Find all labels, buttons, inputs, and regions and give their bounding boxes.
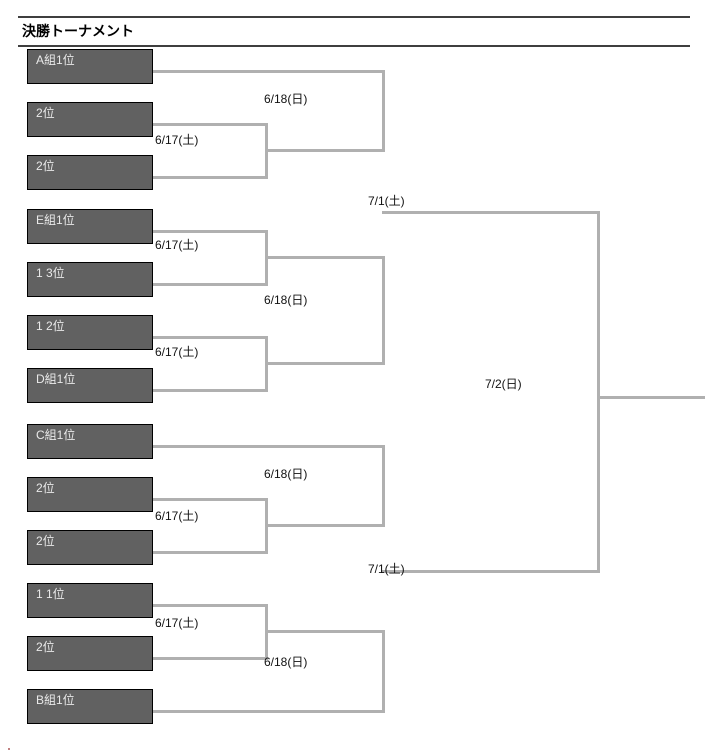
seed-label: 2位 — [36, 159, 55, 173]
seed-label: D組1位 — [36, 372, 76, 386]
bracket-connector-horizontal — [153, 176, 268, 179]
bracket-connector-horizontal — [153, 604, 268, 607]
bracket-connector-horizontal — [153, 445, 382, 448]
bracket-connector-vertical — [382, 70, 385, 152]
match-date-label: 6/18(日) — [264, 293, 308, 307]
bracket-connector-vertical — [382, 630, 385, 713]
bracket-connector-horizontal — [153, 283, 268, 286]
match-date-label: 6/17(土) — [155, 616, 199, 630]
bracket-connector-vertical — [265, 123, 268, 179]
corner-dot — [8, 748, 10, 750]
bracket-connector-horizontal — [265, 630, 382, 633]
match-date-label: 6/17(土) — [155, 509, 199, 523]
seed-box[interactable]: E組1位 — [27, 209, 153, 244]
seed-box[interactable]: 2位 — [27, 477, 153, 512]
seed-label: 1 1位 — [36, 587, 65, 601]
seed-box[interactable]: 1 2位 — [27, 315, 153, 350]
match-date-label: 7/1(土) — [368, 194, 405, 208]
bracket-connector-horizontal — [265, 149, 382, 152]
bracket-connector-vertical — [265, 230, 268, 286]
bracket-connector-horizontal — [265, 362, 382, 365]
seed-box[interactable]: 1 1位 — [27, 583, 153, 618]
seed-box[interactable]: C組1位 — [27, 424, 153, 459]
seed-box[interactable]: D組1位 — [27, 368, 153, 403]
seed-box[interactable]: B組1位 — [27, 689, 153, 724]
bracket-connector-vertical — [597, 396, 600, 573]
seed-label: 1 3位 — [36, 266, 65, 280]
match-date-label: 6/18(日) — [264, 655, 308, 669]
bracket-connector-horizontal — [153, 230, 268, 233]
bracket-connector-horizontal — [597, 396, 705, 399]
bracket-connector-horizontal — [153, 336, 268, 339]
seed-label: C組1位 — [36, 428, 76, 442]
bracket-connector-vertical — [265, 604, 268, 660]
seed-box[interactable]: 1 3位 — [27, 262, 153, 297]
seed-label: 1 2位 — [36, 319, 65, 333]
match-date-label: 6/18(日) — [264, 467, 308, 481]
bracket-connector-horizontal — [153, 498, 268, 501]
seed-label: E組1位 — [36, 213, 75, 227]
seed-box[interactable]: 2位 — [27, 155, 153, 190]
bracket-connector-horizontal — [153, 389, 268, 392]
seed-label: 2位 — [36, 534, 55, 548]
bracket-connector-horizontal — [265, 524, 382, 527]
match-date-label: 7/1(土) — [368, 562, 405, 576]
bracket-connector-vertical — [382, 445, 385, 527]
seed-box[interactable]: 2位 — [27, 636, 153, 671]
bracket-connector-horizontal — [153, 551, 268, 554]
seed-box[interactable]: 2位 — [27, 530, 153, 565]
page-title: 決勝トーナメント — [22, 23, 134, 39]
match-date-label: 6/18(日) — [264, 92, 308, 106]
bracket-connector-horizontal — [153, 710, 382, 713]
title-rule-bottom — [18, 45, 690, 47]
bracket-connector-horizontal — [382, 570, 599, 573]
bracket-connector-vertical — [265, 336, 268, 392]
seed-box[interactable]: 2位 — [27, 102, 153, 137]
bracket-connector-horizontal — [153, 70, 382, 73]
bracket-connector-horizontal — [153, 657, 268, 660]
seed-label: 2位 — [36, 481, 55, 495]
seed-label: 2位 — [36, 106, 55, 120]
seed-label: 2位 — [36, 640, 55, 654]
bracket-connector-vertical — [265, 498, 268, 554]
seed-label: A組1位 — [36, 53, 75, 67]
match-date-label: 6/17(土) — [155, 133, 199, 147]
match-date-label: 6/17(土) — [155, 238, 199, 252]
match-date-label: 6/17(土) — [155, 345, 199, 359]
seed-box[interactable]: A組1位 — [27, 49, 153, 84]
bracket-connector-horizontal — [265, 256, 382, 259]
bracket-connector-horizontal — [382, 211, 599, 214]
bracket-connector-vertical — [597, 211, 600, 399]
title-rule-top — [18, 16, 690, 18]
bracket-connector-vertical — [382, 256, 385, 365]
seed-label: B組1位 — [36, 693, 75, 707]
bracket-connector-horizontal — [153, 123, 268, 126]
match-date-label: 7/2(日) — [485, 377, 522, 391]
